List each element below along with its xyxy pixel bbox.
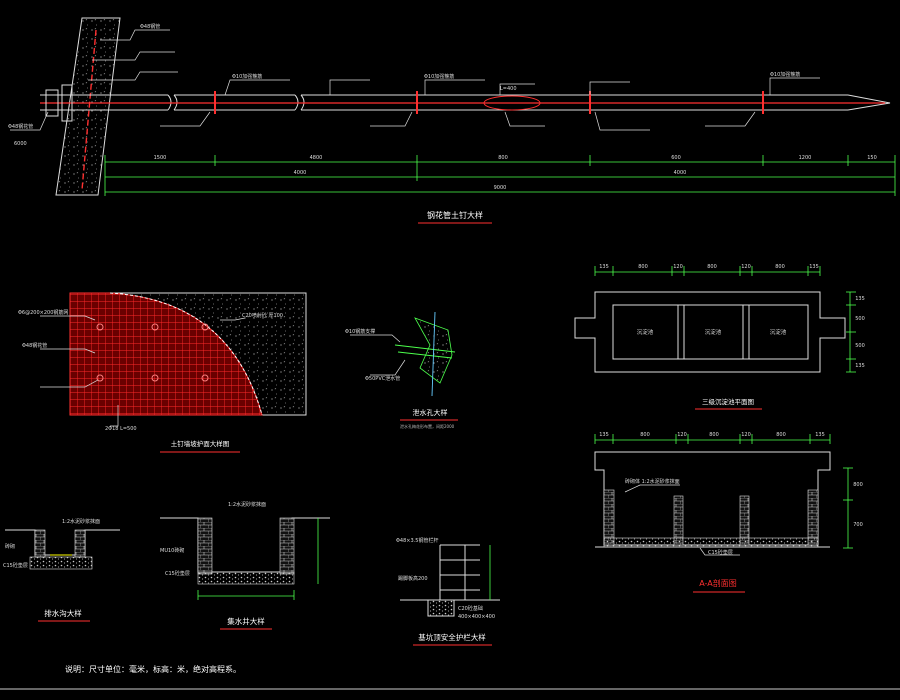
section-dim-2: 800	[640, 432, 650, 438]
tank-side-dim-3: 500	[855, 343, 865, 349]
dim-mid-2: 4000	[674, 170, 687, 176]
section-dim-1: 135	[599, 432, 609, 438]
dim-top-5: 1200	[799, 155, 812, 161]
slope-wall	[55, 17, 121, 196]
section-side-1: 800	[853, 482, 863, 488]
callout-top-3: L=400	[500, 86, 517, 92]
pit-title: 集水井大样	[227, 616, 265, 626]
anchor-label: Φ48钢花管	[8, 123, 33, 130]
ditch-title: 排水沟大样	[44, 608, 82, 618]
left-dim: 6000	[14, 141, 27, 147]
tank-dim-3: 120	[673, 264, 683, 270]
tank-dim-2: 800	[638, 264, 648, 270]
ditch-label-1: 1:2水泥砂浆抹面	[62, 518, 100, 525]
tank-side-dim-2: 500	[855, 316, 865, 322]
dimension-lines	[104, 155, 896, 196]
section-label: 砖砌体 1:2水泥砂浆抹面	[625, 478, 680, 485]
section-dim-6: 800	[776, 432, 786, 438]
dim-top-4: 600	[671, 155, 681, 161]
dim-top-1: 1500	[154, 155, 167, 161]
dim-top-3: 800	[498, 155, 508, 161]
section-dim-5: 120	[741, 432, 751, 438]
section-dim-4: 800	[709, 432, 719, 438]
tank-chamber-3: 沉淀池	[770, 328, 787, 336]
rail-label-2: 踢脚板高200	[398, 575, 428, 582]
tank-chamber-1: 沉淀池	[637, 328, 654, 336]
tank-dim-4: 800	[707, 264, 717, 270]
pit-label-3: C15砼垫层	[165, 570, 190, 577]
callout-top-5: Φ10加强箍筋	[770, 71, 800, 78]
section-dim-3: 120	[677, 432, 687, 438]
ditch-label-3: C15砼垫层	[3, 562, 28, 569]
callout-top-2: Φ10加强箍筋	[232, 73, 262, 80]
nail-pipe	[40, 94, 891, 111]
tank-dim-6: 800	[775, 264, 785, 270]
slope-face-detail: Φ6@200×200钢筋网 C20喷射砼 厚100 Φ48钢花管 2Φ18 L=…	[18, 292, 307, 453]
rail-title: 基坑顶安全护栏大样	[418, 632, 486, 642]
pit-label-2: MU10砖砌	[160, 547, 184, 554]
rail-label-4: 400×400×400	[458, 614, 495, 620]
dim-top-2: 4800	[310, 155, 323, 161]
slope-label-3: Φ48钢花管	[22, 342, 47, 349]
weep-hole-detail: Φ10钢筋支撑 Φ50PVC泄水管 泄水孔大样 泄水孔梅花形布置，间距2000	[345, 311, 458, 429]
soil-nail-section: Φ48钢管 Φ10加强箍筋 L=400 Φ10加强箍筋 Φ10加强箍筋 Φ48钢…	[8, 17, 896, 224]
weep-label-2: Φ50PVC泄水管	[365, 375, 400, 382]
dim-mid-1: 4000	[294, 170, 307, 176]
drawing-notes: 说明：尺寸单位：毫米，标高：米，绝对高程系。	[65, 664, 241, 674]
tank-plan-title: 三级沉淀池平面图	[702, 397, 754, 406]
slope-label-2: C20喷射砼 厚100	[242, 312, 283, 319]
tank-dim-5: 120	[741, 264, 751, 270]
callout-top-4: Φ10加强箍筋	[424, 73, 454, 80]
dim-total: 9000	[494, 185, 507, 191]
weep-note: 泄水孔梅花形布置，间距2000	[400, 423, 455, 429]
section-dim-7: 135	[815, 432, 825, 438]
tank-side-dim-4: 135	[855, 363, 865, 369]
rail-label-3: C20砼基础	[458, 605, 483, 612]
tank-dim-1: 135	[599, 264, 609, 270]
slope-title: 土钉墙坡护面大样图	[171, 439, 230, 448]
tank-chamber-2: 沉淀池	[705, 328, 722, 336]
slope-label-1: Φ6@200×200钢筋网	[18, 309, 68, 316]
rail-label-1: Φ48×3.5钢管栏杆	[396, 537, 438, 544]
tank-side-dim-1: 135	[855, 296, 865, 302]
section-base: C15砼垫层	[708, 549, 733, 556]
title-main: 钢花管土钉大样	[427, 210, 483, 220]
tank-plan: 135 800 120 800 120 800 135 135 500 500 …	[574, 264, 865, 410]
weep-label-1: Φ10钢筋支撑	[345, 328, 375, 335]
weep-title: 泄水孔大样	[413, 408, 448, 417]
callout-top-1: Φ48钢管	[140, 23, 160, 30]
pit-detail: 1:2水泥砂浆抹面 MU10砖砌 C15砼垫层 集水井大样	[160, 501, 330, 630]
ditch-label-2: 砖砌	[5, 543, 15, 550]
dim-top-6: 150	[867, 155, 877, 161]
rail-detail: Φ48×3.5钢管栏杆 踢脚板高200 C20砼基础 400×400×400 基…	[396, 537, 500, 646]
ditch-detail: 1:2水泥砂浆抹面 砖砌 C15砼垫层 排水沟大样	[3, 518, 120, 622]
tank-dim-7: 135	[809, 264, 819, 270]
slope-label-4: 2Φ18 L=500	[105, 426, 137, 432]
section-side-2: 700	[853, 522, 863, 528]
pit-label-1: 1:2水泥砂浆抹面	[228, 501, 266, 508]
tank-section: 135 800 120 800 120 800 135 800 700 砖砌体 …	[594, 432, 863, 593]
tank-section-title: A-A剖面图	[699, 578, 736, 588]
